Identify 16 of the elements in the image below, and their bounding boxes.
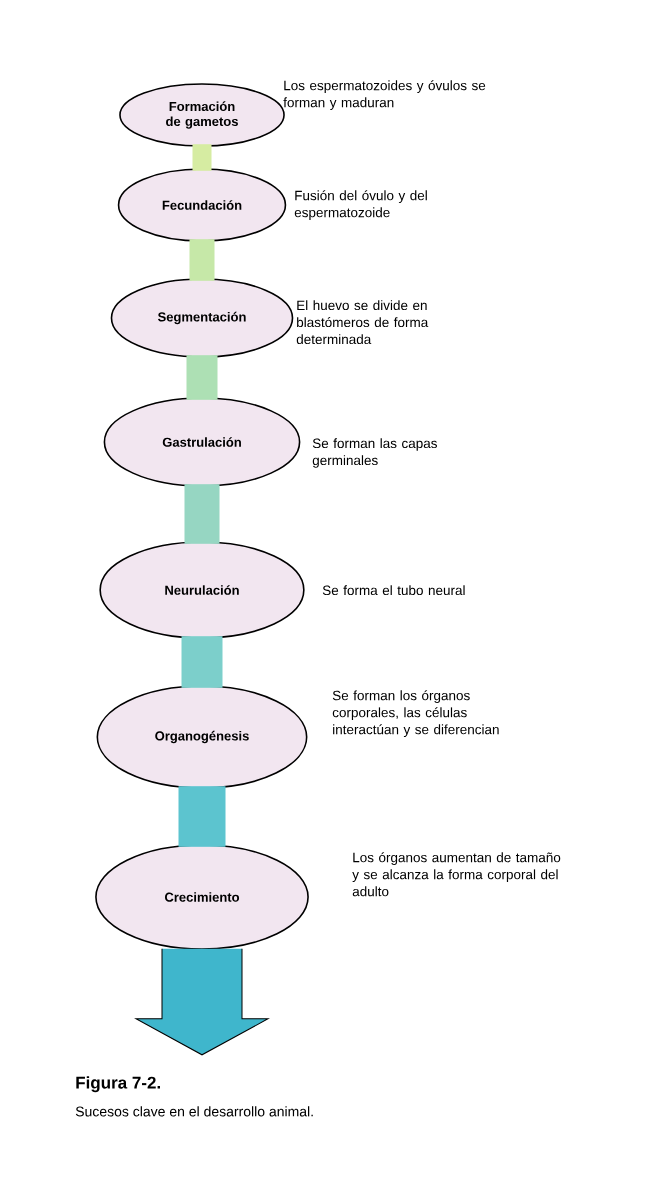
description-text: Se forman las capas germinales bbox=[312, 438, 437, 468]
connector-bar bbox=[186, 355, 218, 400]
down-arrow bbox=[135, 948, 269, 1056]
connector-bar bbox=[189, 239, 215, 281]
connector-bar bbox=[178, 786, 226, 847]
description-text: Los espermatozoides y óvulos se forman y maduran bbox=[283, 80, 486, 110]
connector-bar bbox=[184, 484, 220, 544]
description-text: El huevo se divide en blastómeros de forma determinada bbox=[296, 300, 429, 345]
connector-bar bbox=[181, 636, 223, 688]
description-text: Fusión del óvulo y del espermatozoide bbox=[294, 190, 427, 220]
description-text: Se forma el tubo neural bbox=[322, 585, 465, 596]
description-text: Los órganos aumentan de tamaño y se alcanza la forma corporal del adulto bbox=[352, 852, 561, 897]
connector-bar bbox=[192, 144, 212, 171]
description-text: Se forman los órganos corporales, las células interactúan y se diferencian bbox=[332, 690, 499, 737]
figure-caption: Sucesos clave en el desarrollo animal. bbox=[75, 1106, 313, 1117]
figure-title: Figura 7-2. bbox=[76, 1076, 160, 1093]
